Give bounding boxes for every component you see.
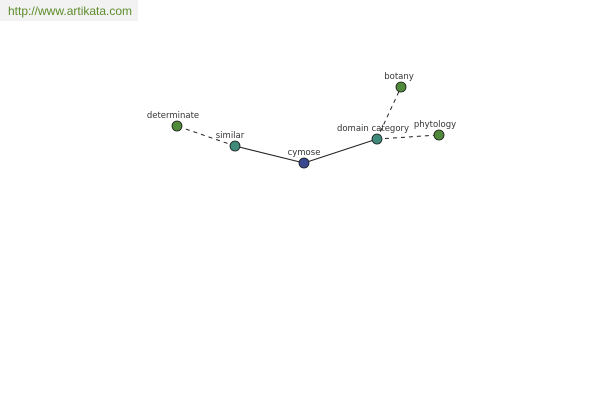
node-determinate[interactable]: determinate xyxy=(147,111,199,132)
node-label-similar: similar xyxy=(216,131,245,141)
site-url-link[interactable]: http://www.artikata.com xyxy=(8,4,133,18)
node-circle-cymose[interactable] xyxy=(298,157,310,169)
node-label-phytology: phytology xyxy=(414,120,456,130)
url-banner: http://www.artikata.com xyxy=(0,0,138,21)
nodes-layer: cymose similar determinate domain category b… xyxy=(147,72,456,169)
node-circle-determinate[interactable] xyxy=(171,120,183,132)
node-label-cymose: cymose xyxy=(288,148,321,158)
node-domain-category[interactable]: domain category xyxy=(337,124,409,145)
node-circle-domain-category[interactable] xyxy=(371,133,383,145)
node-cymose[interactable]: cymose xyxy=(288,148,321,169)
edge-similar-determinate xyxy=(176,125,236,147)
node-label-domain-category: domain category xyxy=(337,124,409,134)
node-phytology[interactable]: phytology xyxy=(414,120,456,141)
node-circle-phytology[interactable] xyxy=(433,129,445,141)
edge-domain-category-phytology xyxy=(376,134,440,140)
node-botany[interactable]: botany xyxy=(384,72,414,93)
node-similar[interactable]: similar xyxy=(216,131,245,152)
edge-cymose-domain-category xyxy=(303,138,378,164)
edge-cymose-similar xyxy=(234,145,305,164)
edges-layer xyxy=(176,86,440,164)
node-label-determinate: determinate xyxy=(147,111,199,121)
node-circle-similar[interactable] xyxy=(229,140,241,152)
node-label-botany: botany xyxy=(384,72,414,82)
edge-domain-category-botany xyxy=(376,86,402,140)
node-circle-botany[interactable] xyxy=(395,81,407,93)
